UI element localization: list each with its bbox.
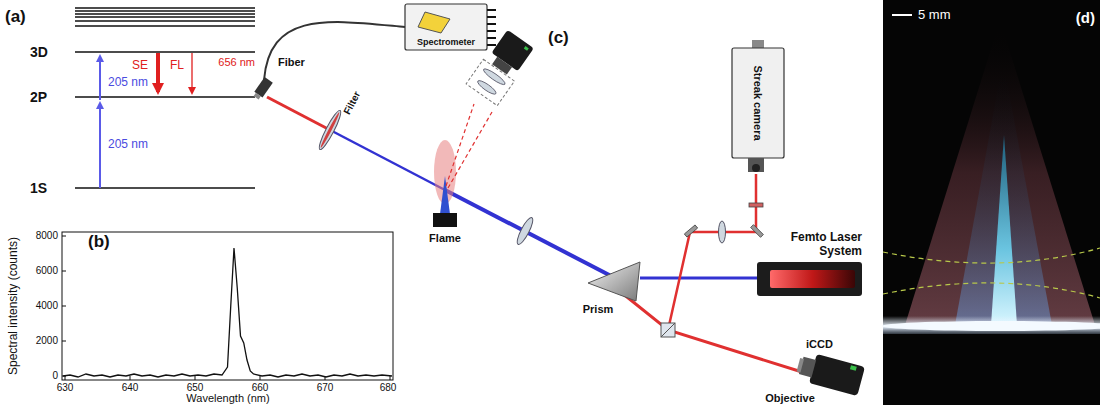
energy-level-label: 2P — [30, 89, 47, 105]
tick-label: 2000 — [36, 335, 58, 347]
wavelength-label: 205 nm — [108, 76, 148, 90]
transition-label: FL — [170, 59, 184, 73]
component-label: Spectrometer — [417, 37, 475, 47]
tick-label: 6000 — [36, 265, 58, 277]
component-label: Femto Laser System — [770, 231, 862, 259]
component-label: Prism — [583, 303, 614, 316]
transition-label: SE — [132, 59, 148, 73]
component-label: Objective — [765, 392, 815, 405]
energy-level-label: 3D — [30, 44, 48, 60]
component-label: Flame — [429, 232, 461, 245]
tick-label: 670 — [317, 382, 334, 394]
scale-label: 5 mm — [918, 8, 951, 23]
panel-label: (a) — [5, 7, 26, 27]
component-label: Streak camera — [752, 65, 765, 140]
wavelength-label: 656 nm — [218, 56, 255, 69]
tick-label: 0 — [52, 370, 58, 382]
tick-label: 630 — [57, 382, 74, 394]
component-label: Fiber — [278, 56, 305, 69]
panel-label: (b) — [88, 232, 110, 252]
tick-label: 4000 — [36, 300, 58, 312]
wavelength-label: 205 nm — [108, 138, 148, 152]
tick-label: 680 — [380, 382, 397, 394]
component-label: iCCD — [806, 338, 833, 351]
tick-label: 640 — [122, 382, 139, 394]
component-label: Filter — [341, 89, 362, 116]
panel-label: (d) — [1076, 9, 1095, 26]
axis-title: Wavelength (nm) — [186, 392, 269, 405]
axis-title: Spectral intensity (counts) — [7, 237, 21, 375]
panel-label: (c) — [548, 28, 569, 48]
energy-level-label: 1S — [30, 180, 47, 196]
tick-label: 8000 — [36, 230, 58, 242]
